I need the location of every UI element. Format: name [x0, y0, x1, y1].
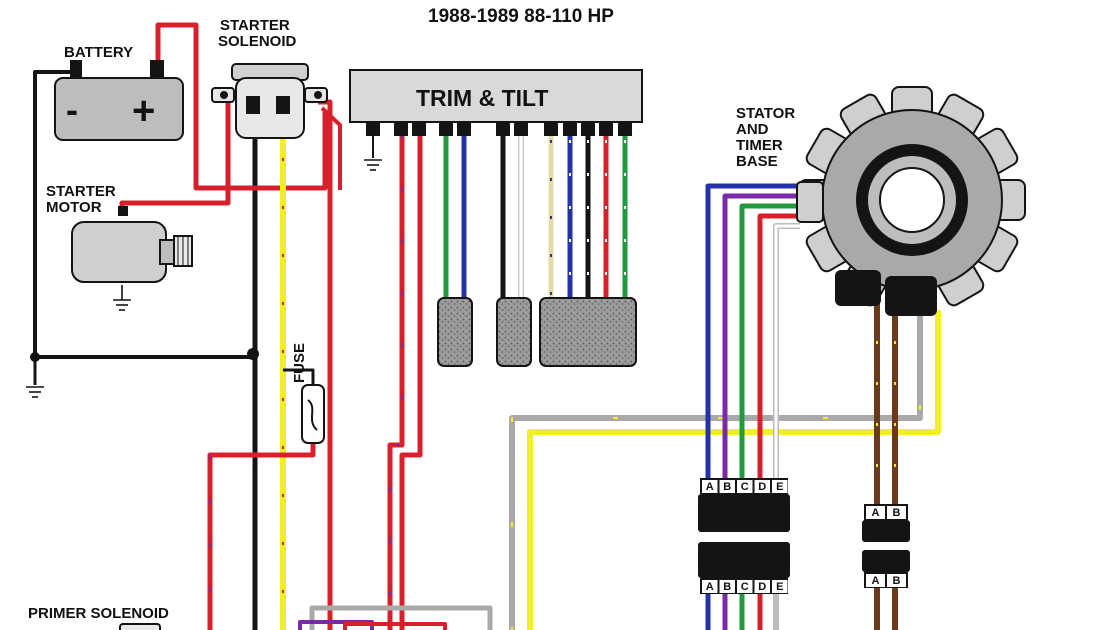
stator-timer-base [796, 86, 1026, 316]
wires [33, 22, 941, 630]
diagram-title: 1988-1989 88-110 HP [428, 6, 614, 27]
trim-tilt-module [349, 69, 643, 136]
connector-pin-cell [737, 480, 753, 493]
connector-pin-cell [887, 574, 906, 587]
stator-white-wire [773, 223, 800, 480]
gray-bottom-wire [309, 605, 493, 630]
junction-dot [247, 348, 259, 360]
connector-pin-label: C [741, 481, 749, 493]
connector-pin-cell [772, 480, 788, 493]
fuse-out-wire [207, 440, 316, 630]
yellow-loop-wire [527, 310, 941, 630]
starter-motor-label-2: MOTOR [46, 199, 102, 216]
connector-pin-cell [754, 580, 770, 593]
fuse-label: FUSE [291, 343, 308, 383]
stripe [389, 135, 403, 630]
stator-label-4: BASE [736, 153, 778, 170]
trim-switch-3 [539, 297, 637, 367]
starter-solenoid [211, 63, 328, 139]
stator-label-2: AND [736, 121, 769, 138]
connector-pin-label: D [758, 481, 766, 493]
starter-motor-label-1: STARTER [46, 183, 116, 200]
primer-solenoid-label: PRIMER SOLENOID [28, 605, 169, 622]
connector-pin-label: A [706, 581, 714, 593]
ground-symbol [113, 285, 131, 311]
ground-symbol [364, 159, 382, 171]
stator-green-wire [739, 203, 800, 480]
connector-pin-cell [702, 480, 718, 493]
battery-label: BATTERY [64, 44, 133, 61]
ground-symbol [26, 386, 44, 398]
starter-motor [71, 206, 193, 283]
battery: - + [54, 60, 184, 141]
battery-plus-sign: + [132, 89, 155, 133]
connector-pin-label: A [706, 481, 714, 493]
trim-tilt-label: TRIM & TILT [416, 85, 548, 111]
connector-pin-cell [737, 580, 753, 593]
trim-switch-2 [496, 297, 532, 367]
connector-pin-label: B [723, 581, 731, 593]
fuse-feed-wire [283, 368, 315, 385]
connector-pin-label: E [776, 581, 783, 593]
starter-solenoid-label-2: SOLENOID [218, 33, 297, 50]
connector-pin-label: C [741, 581, 749, 593]
stripe [511, 300, 921, 630]
ground-wire [33, 70, 253, 359]
connector-pin-cell [754, 480, 770, 493]
primer-solenoid [119, 623, 161, 630]
connector-pin-label: A [872, 575, 880, 587]
trim-switch-1 [437, 297, 473, 367]
battery-positive-wire [155, 22, 328, 191]
connector-pin-cell [772, 580, 788, 593]
connector-pin-cell [719, 480, 735, 493]
battery-minus-sign: - [66, 89, 78, 130]
connector-pin-cell [866, 506, 885, 519]
stator-label-1: STATOR [736, 105, 795, 122]
stator-red-wire [757, 213, 800, 480]
connector-pin-label: B [893, 575, 901, 587]
connector-pin-label: E [776, 481, 783, 493]
fuse [301, 384, 325, 444]
stripe [774, 224, 800, 480]
connector-pin-label: A [872, 507, 880, 519]
stator-label-3: TIMER [736, 137, 783, 154]
connector-pin-cell [702, 580, 718, 593]
red-wire-b [320, 106, 342, 190]
stator-purple-wire [722, 193, 800, 480]
junction-dot [30, 352, 40, 362]
stator-blue-wire [705, 183, 800, 480]
trim-red-wire-2 [399, 135, 423, 630]
connector-pin-label: B [893, 507, 901, 519]
connector-pin-label: D [758, 581, 766, 593]
connector-pin-label: B [723, 481, 731, 493]
starter-solenoid-label-1: STARTER [220, 17, 290, 34]
connector-pin-cell [866, 574, 885, 587]
connector-pin-cell [719, 580, 735, 593]
red-bottom-wire [343, 622, 447, 630]
connector-pin-cell [887, 506, 906, 519]
